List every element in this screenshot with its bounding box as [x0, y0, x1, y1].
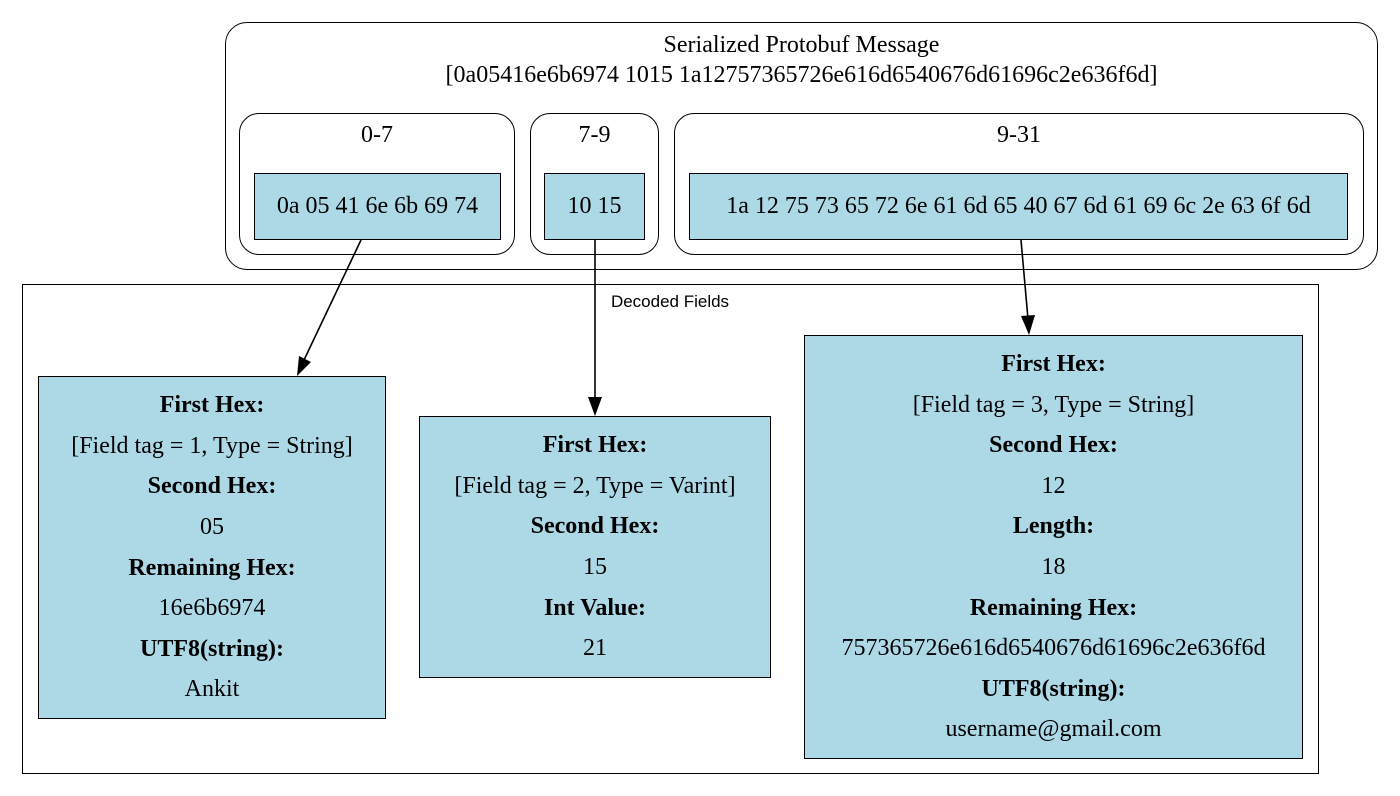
first-hex-label: First Hex:	[1001, 351, 1106, 378]
second-hex-label: Second Hex:	[989, 432, 1118, 459]
decoded-field-node-2: First Hex: [Field tag = 2, Type = Varint…	[419, 416, 771, 678]
message-bytes: [0a05416e6b6974 1015 1a12757365726e616d6…	[445, 62, 1158, 88]
first-hex-label: First Hex:	[542, 432, 648, 459]
arrowhead-icon	[588, 397, 602, 416]
edge-segment-1-to-field-1	[303, 239, 362, 361]
segment-range-label: 7-9	[578, 122, 611, 148]
segment-hex-node: 10 15	[544, 173, 645, 240]
second-hex-value: 05	[200, 513, 224, 540]
second-hex-value: 12	[1041, 472, 1066, 499]
second-hex-label: Second Hex:	[147, 473, 277, 500]
decoded-field-node-3: First Hex: [Field tag = 3, Type = String…	[804, 335, 1303, 759]
utf8-value: username@gmail.com	[945, 716, 1162, 743]
segment-hex-node: 1a 12 75 73 65 72 6e 61 6d 65 40 67 6d 6…	[689, 173, 1348, 240]
serialized-message-cluster	[225, 22, 1378, 270]
first-hex-value: [Field tag = 3, Type = String]	[912, 391, 1195, 418]
second-hex-label: Second Hex:	[530, 513, 660, 540]
arrowhead-icon	[297, 356, 311, 376]
int-value-label: Int Value:	[543, 594, 647, 621]
utf8-label: UTF8(string):	[140, 635, 284, 662]
remaining-hex-value: 16e6b6974	[158, 595, 266, 622]
segment-range-label: 0-7	[361, 122, 393, 148]
edge-segment-3-to-field-3	[1020, 239, 1029, 320]
segment-cluster-9-31	[674, 113, 1364, 255]
decoded-fields-cluster	[22, 284, 1319, 774]
remaining-hex-label: Remaining Hex:	[969, 594, 1138, 621]
first-hex-label: First Hex:	[159, 392, 265, 419]
remaining-hex-label: Remaining Hex:	[128, 554, 296, 581]
decoded-field-node-1: First Hex: [Field tag = 1, Type = String…	[38, 376, 386, 719]
length-label: Length:	[1012, 513, 1095, 540]
segment-cluster-0-7	[239, 113, 515, 255]
decoded-fields-label: Decoded Fields	[610, 292, 730, 311]
length-value: 18	[1041, 554, 1066, 580]
int-value: 21	[583, 635, 607, 662]
second-hex-value: 15	[583, 554, 607, 580]
arrowhead-icon	[1021, 315, 1035, 335]
first-hex-value: [Field tag = 2, Type = Varint]	[454, 472, 736, 499]
remaining-hex-value: 757365726e616d6540676d61696c2e636f6d	[841, 635, 1266, 662]
message-title: Serialized Protobuf Message	[663, 32, 940, 58]
utf8-value: Ankit	[184, 676, 240, 703]
first-hex-value: [Field tag = 1, Type = String]	[71, 432, 353, 459]
segment-range-label: 9-31	[997, 122, 1041, 148]
utf8-label: UTF8(string):	[981, 675, 1126, 702]
segment-hex-node: 0a 05 41 6e 6b 69 74	[254, 173, 501, 240]
